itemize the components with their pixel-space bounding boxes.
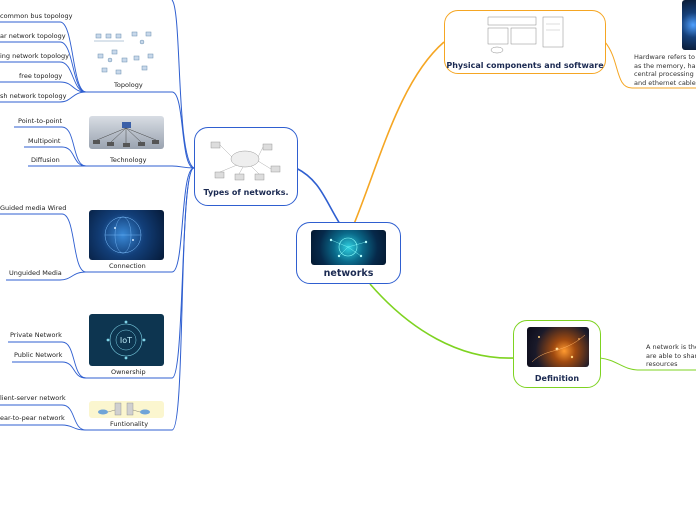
physical-note-line: Hardware refers to th	[634, 53, 696, 61]
physical-note-line: and ethernet cable.	[634, 78, 696, 87]
leaf-line	[0, 21, 87, 93]
definition-city-lights-image	[527, 327, 589, 367]
branch-physical-to-note	[604, 41, 696, 89]
connection-title: Connection	[109, 262, 146, 270]
definition-note-line: A network is the u	[646, 343, 696, 351]
ownership-item-private[interactable]: Private Network	[10, 331, 62, 339]
ownership-title: Ownership	[111, 368, 146, 376]
leaf-line	[6, 271, 87, 281]
ownership-iot-icon: IoT	[106, 320, 146, 360]
physical-note-line: as the memory, hard d	[634, 61, 696, 70]
leaf-line	[12, 361, 87, 379]
technology-item-point-to-point[interactable]: Point-to-point	[18, 117, 63, 125]
types-title: Types of networks.	[203, 188, 289, 197]
leaf-line	[0, 61, 87, 93]
topology-item-star[interactable]: ar network topology	[0, 32, 66, 40]
spine-topology	[86, 91, 195, 169]
branch-central-to-definition	[369, 283, 515, 359]
topology-title: Topology	[114, 81, 143, 89]
branch-central-to-types	[295, 167, 341, 225]
leaf-line	[0, 41, 87, 93]
definition-note-line: resources	[646, 360, 678, 369]
client-server-icon	[98, 402, 150, 416]
branch-central-to-physical	[353, 41, 445, 225]
technology-image	[89, 116, 164, 149]
leaf-line	[8, 341, 87, 379]
topology-item-ring[interactable]: ing network topology	[0, 52, 69, 60]
connection-item-unguided[interactable]: Unguided Media	[9, 269, 62, 277]
physical-note-line: central processing uni	[634, 70, 696, 79]
technology-title: Technology	[110, 156, 147, 164]
branch-definition-to-note	[599, 357, 696, 371]
ownership-item-public[interactable]: Public Network	[14, 351, 63, 359]
physical-title: Physical components and software	[446, 61, 604, 70]
network-types-diagram-image	[205, 132, 289, 184]
central-title: networks	[323, 268, 374, 279]
network-nodes-icon	[329, 237, 368, 258]
definition-title: Definition	[534, 374, 580, 383]
funtionality-item-peer-to-peer[interactable]: ear-to-pear network	[0, 414, 65, 422]
connection-globe-image	[89, 210, 164, 260]
spine-technology	[86, 165, 195, 169]
definition-note-line: are able to share	[646, 351, 696, 360]
funtionality-item-client-server[interactable]: lient-server network	[0, 394, 66, 402]
leaf-line	[0, 424, 87, 431]
definition-lights-icon	[531, 334, 586, 363]
hardware-photo-image	[682, 0, 696, 50]
connection-item-guided[interactable]: Guided media Wired	[0, 204, 67, 212]
physical-node[interactable]: Physical components and software	[444, 10, 606, 74]
topology-item-mesh[interactable]: sh network topology	[0, 92, 67, 100]
leaf-line	[14, 126, 87, 167]
technology-network-icon	[93, 122, 159, 147]
ownership-iot-image: IoT	[89, 314, 164, 366]
topology-diagram-image	[92, 28, 162, 78]
leaf-line	[0, 81, 87, 93]
spine-connection	[86, 167, 195, 273]
leaf-line	[24, 146, 87, 167]
definition-note: A network is the u are able to share res…	[646, 343, 696, 369]
leaf-line	[0, 91, 87, 103]
hardware-software-diagram-image	[487, 16, 567, 54]
topology-item-bus[interactable]: common bus topology	[0, 12, 73, 20]
leaf-line	[0, 213, 87, 273]
svg-text:IoT: IoT	[120, 336, 132, 345]
funtionality-title: Funtionality	[110, 420, 149, 428]
connection-globe-icon	[104, 216, 142, 254]
funtionality-image	[89, 401, 164, 418]
network-globe-image	[311, 230, 386, 265]
technology-item-multipoint[interactable]: Multipoint	[28, 137, 61, 145]
technology-item-diffusion[interactable]: Diffusion	[31, 156, 60, 164]
central-node[interactable]: networks	[296, 222, 401, 284]
topology-item-tree[interactable]: free topology	[19, 72, 63, 80]
spine-top	[171, 0, 195, 169]
types-node[interactable]: Types of networks.	[194, 127, 298, 206]
physical-note: Hardware refers to th as the memory, har…	[634, 53, 696, 87]
definition-node[interactable]: Definition	[513, 320, 601, 388]
leaf-line	[0, 404, 87, 431]
spine-funtionality	[86, 167, 195, 431]
